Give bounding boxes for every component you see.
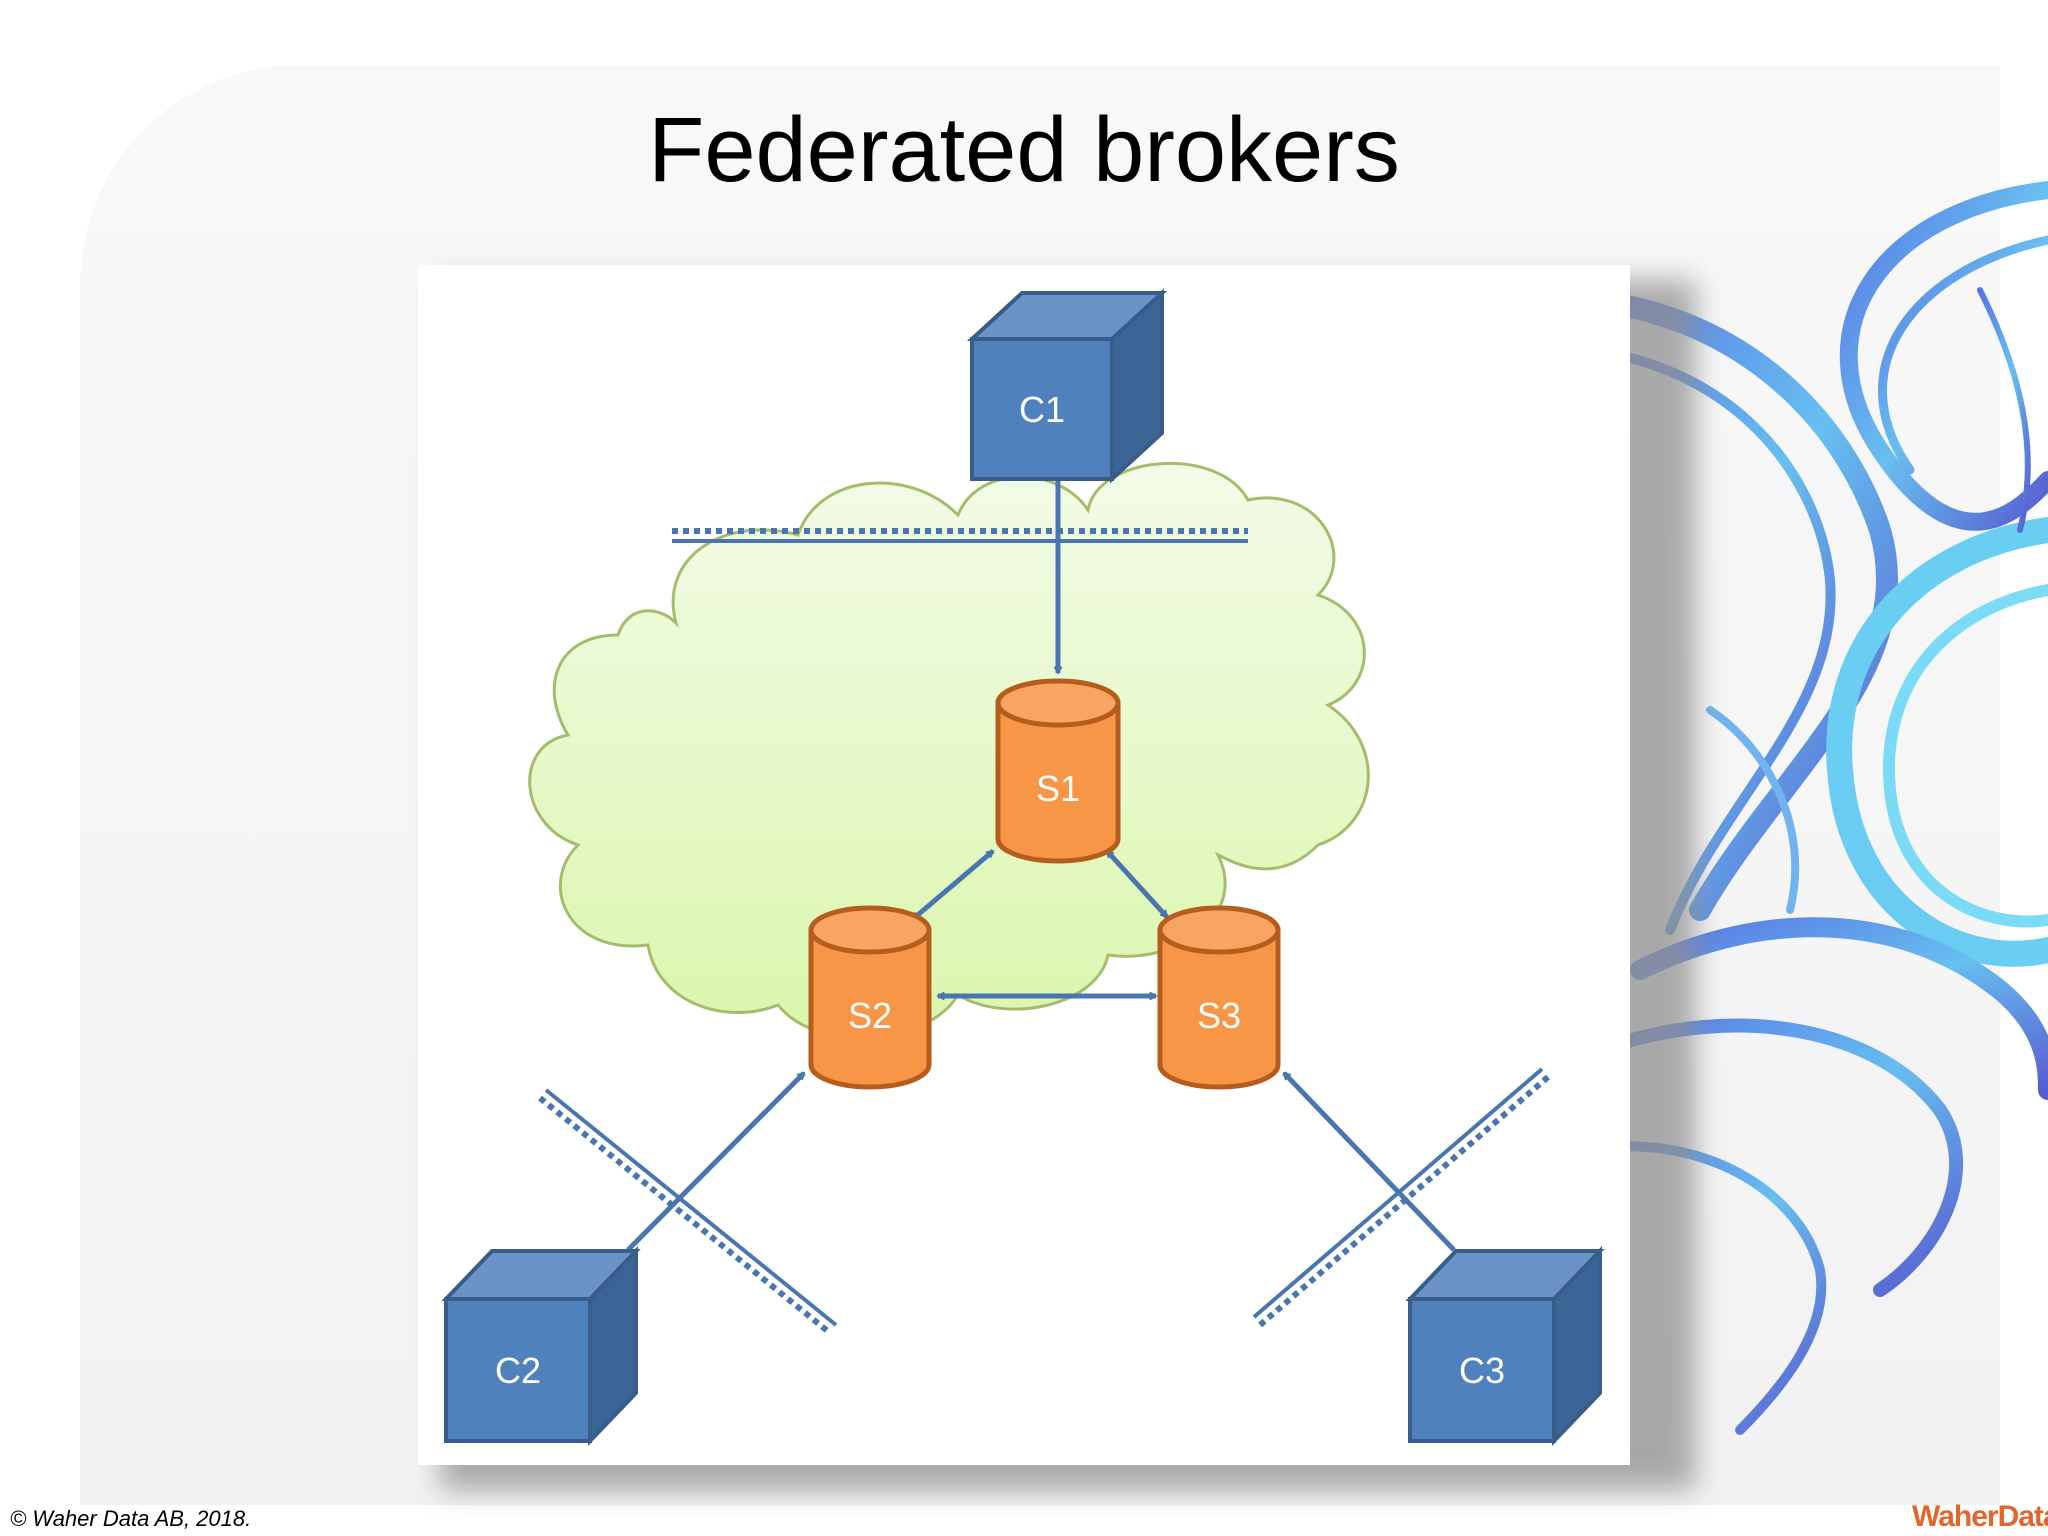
client-c1: C1 bbox=[966, 288, 1168, 484]
client-c3-label: C3 bbox=[1459, 1350, 1505, 1391]
arrow-s1-s2 bbox=[911, 849, 995, 921]
client-c3: C3 bbox=[1405, 1246, 1605, 1446]
diagram-frame: S1 S2 S3 C1 bbox=[418, 265, 1630, 1465]
copyright-footer: © Waher Data AB, 2018. bbox=[10, 1506, 252, 1531]
server-s2-label: S2 bbox=[848, 995, 892, 1036]
client-c2: C2 bbox=[441, 1246, 641, 1446]
server-s2: S2 bbox=[808, 905, 932, 1090]
server-s3: S3 bbox=[1157, 905, 1281, 1090]
slide-title: Federated brokers bbox=[648, 99, 1400, 201]
client-c1-label: C1 bbox=[1019, 389, 1065, 430]
firewall-c2 bbox=[538, 1088, 838, 1336]
server-s3-label: S3 bbox=[1197, 995, 1241, 1036]
waher-data-logo: WaherData bbox=[1912, 1500, 2048, 1533]
arrow-c2-to-s2 bbox=[626, 1071, 806, 1252]
federated-brokers-diagram: S1 S2 S3 C1 bbox=[441, 288, 1605, 1446]
server-s1-label: S1 bbox=[1036, 768, 1080, 809]
client-c2-label: C2 bbox=[495, 1350, 541, 1391]
server-s1: S1 bbox=[995, 678, 1121, 864]
arrow-s1-s3 bbox=[1105, 849, 1169, 919]
arrow-c3-to-s3 bbox=[1282, 1071, 1456, 1252]
firewall-c1 bbox=[672, 528, 1248, 543]
